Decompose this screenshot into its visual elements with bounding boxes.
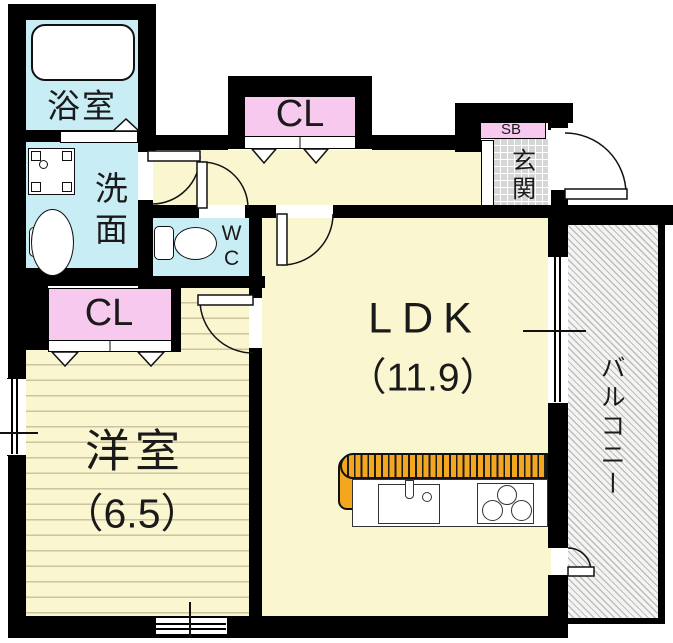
door-leaf-entry [564,188,628,200]
kitchen-faucet-icon [405,480,414,499]
label-bathroom: 浴室 [47,87,117,125]
wall-closet-side [228,76,244,149]
vanity-sink [31,209,74,276]
wall-segment [8,616,568,638]
label-western-room: 洋室 [84,425,186,477]
wall-segment [551,190,568,208]
door-opening-washroom [138,152,153,200]
balcony-floor [568,223,658,618]
balcony-railing-bottom [568,618,665,624]
toilet-tank [154,226,174,260]
label-shoebox: SB [500,121,522,139]
washer-pan [28,148,75,195]
door-leaf-wc [196,161,208,209]
wall-segment [455,120,481,152]
door-opening-ldk [276,205,333,218]
label-washroom: 洗面 [90,171,128,253]
wall-balcony-top [555,205,673,225]
folding-door-icon [50,351,80,368]
wall-segment [249,348,262,616]
balcony-railing-right [658,225,665,620]
folding-door-icon [136,351,166,368]
wall-entrance-top [455,103,573,123]
wall-segment [150,135,228,150]
door-arc-western [199,299,254,354]
wall-segment [172,286,181,352]
window-western-left [7,378,26,456]
label-closet-top: CL [275,93,325,136]
bathroom-door-sill [60,131,138,143]
wall-segment [8,456,26,618]
burner-icon [482,500,503,521]
room-ldk [262,218,553,616]
kitchen-counter-edge [340,453,548,479]
wall-segment [249,218,262,298]
wall-segment [548,575,568,616]
wall-segment [548,122,568,130]
toilet-bowl [174,227,217,260]
wall-segment [150,205,568,218]
door-arc-entry [564,132,627,195]
wall-segment [8,4,156,20]
door-arc-ldk [281,213,334,266]
label-entrance: 玄関 [507,148,535,204]
burner-icon [511,500,532,521]
door-arc-wc [201,161,249,209]
label-wc: WC [220,222,244,272]
wall-segment [548,404,568,548]
door-leaf-western [197,294,254,306]
wall-closet-side [356,76,372,149]
label-western-room-size: （6.5） [62,490,202,537]
wall-segment [548,218,568,256]
wall-segment [138,276,265,288]
room-western [26,350,249,616]
label-closet-left: CL [84,292,134,335]
door-opening-balcony [551,548,568,575]
label-ldk-size: （11.9） [347,356,499,400]
door-opening-western [249,298,262,348]
wall-segment [138,200,153,286]
drain-icon [39,160,48,169]
wall-segment [26,286,48,350]
folding-door-icon [250,148,278,165]
entrance-step [481,140,494,206]
bathroom-door-icon [111,117,141,132]
door-leaf-ldk [276,213,288,266]
wall-segment [372,135,481,150]
door-arc-washroom [151,155,201,205]
label-ldk: LDK [368,294,482,343]
wall-segment [138,4,156,152]
door-leaf-washroom [147,150,201,162]
closet-left-area [48,288,172,341]
sink-drain-icon [422,492,432,502]
door-opening-entry [551,128,568,190]
closet-top-area [244,96,356,137]
door-leaf-balcony [567,566,595,577]
burner-icon [497,485,517,505]
label-balcony: バルコニー [597,354,626,500]
bathtub [31,24,135,81]
entrance-tile-floor [493,138,548,208]
folding-door-icon [302,148,330,165]
door-opening-wc [199,205,245,218]
wall-closet-top [228,76,372,96]
stove [477,483,534,524]
